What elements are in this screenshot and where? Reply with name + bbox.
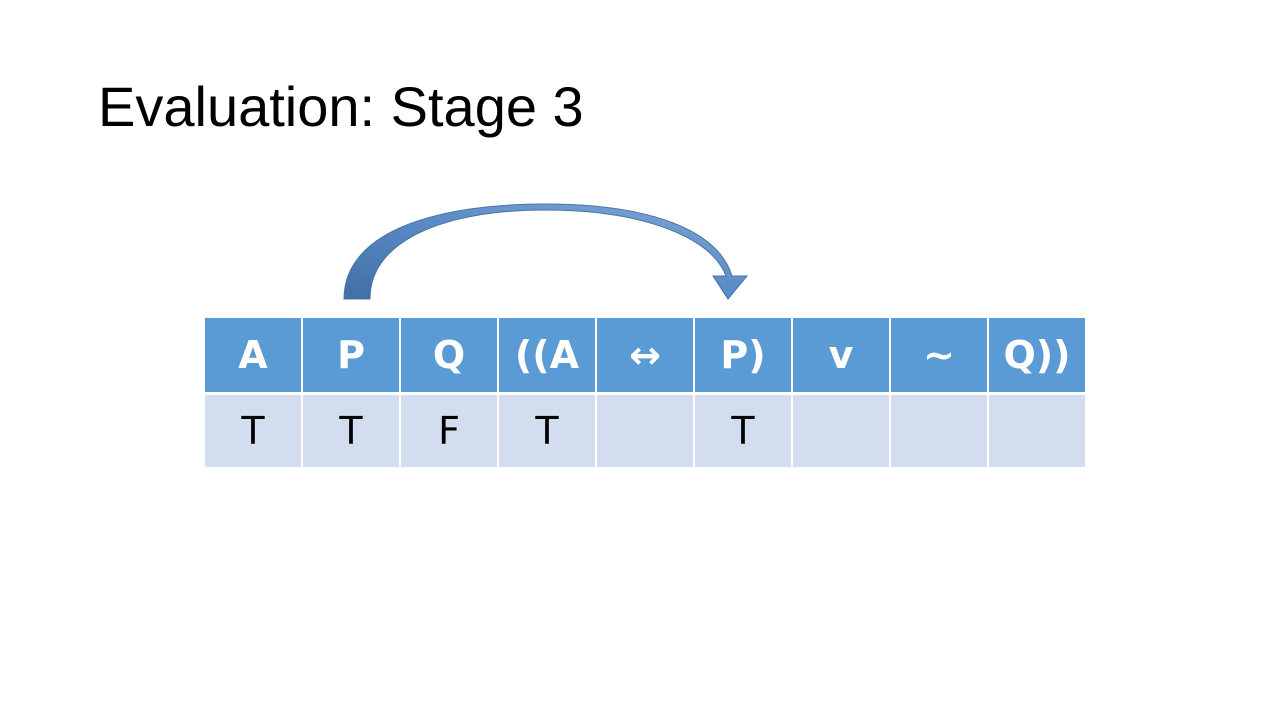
value-cell: T [205,393,302,467]
value-cell: T [497,393,596,467]
header-cell: P) [693,318,792,395]
truth-table: A P Q ((A ↔ P) v ~ Q)) T T F T T [205,318,1085,467]
value-cell [791,393,890,467]
value-cell: T [301,393,400,467]
value-cell [595,393,694,467]
header-cell: Q)) [987,318,1085,395]
value-cell: T [693,393,792,467]
header-cell: v [791,318,890,395]
header-cell: Q [399,318,498,395]
value-cell: F [399,393,498,467]
table-header-row: A P Q ((A ↔ P) v ~ Q)) [205,318,1085,395]
header-cell: ↔ [595,318,694,395]
header-cell: ~ [889,318,988,395]
header-cell: P [301,318,400,395]
header-cell: A [205,318,302,395]
value-cell [889,393,988,467]
value-cell [987,393,1085,467]
table-row: T T F T T [205,393,1085,467]
slide-title: Evaluation: Stage 3 [98,75,584,138]
header-cell: ((A [497,318,596,395]
